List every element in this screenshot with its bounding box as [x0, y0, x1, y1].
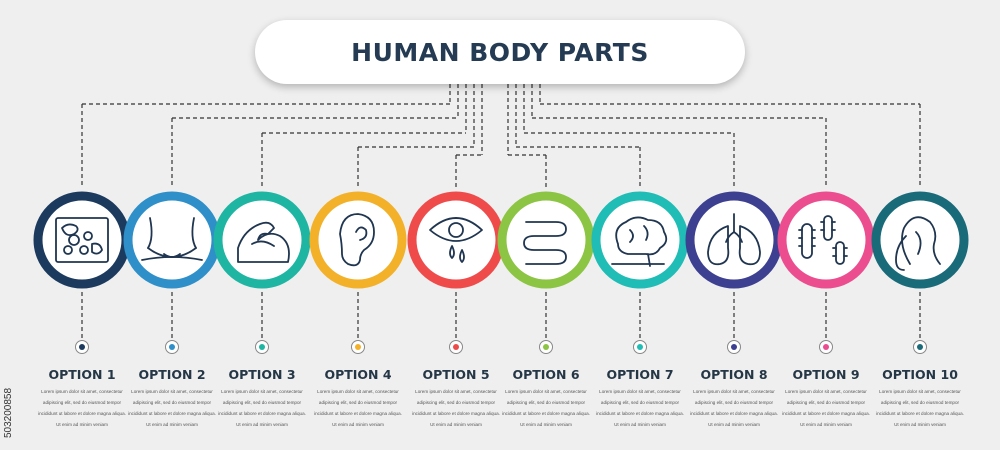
option-dot-core [78, 343, 85, 350]
option-dot [913, 340, 927, 354]
option-label: OPTION 9 [792, 367, 860, 382]
hair-icon [895, 216, 941, 271]
brain-icon [611, 216, 668, 267]
side-id: 503200858 [3, 387, 14, 438]
bones-icon [798, 215, 848, 265]
option-description: Lorem ipsum dolor sit amet, consectetur … [412, 389, 500, 427]
option-label: OPTION 8 [700, 367, 768, 382]
option-description: Lorem ipsum dolor sit amet, consectetur … [314, 389, 402, 427]
option-circle-4 [304, 186, 412, 294]
option-dot [255, 340, 269, 354]
option-description: Lorem ipsum dolor sit amet, consectetur … [782, 389, 870, 427]
option-circle-7 [586, 186, 694, 294]
neck-icon [141, 217, 203, 261]
option-label: OPTION 2 [138, 367, 206, 382]
crying-eye-icon [429, 217, 483, 263]
option-dot [727, 340, 741, 354]
option-dot-core [452, 343, 459, 350]
skin-cells-icon [55, 217, 109, 263]
option-dot [539, 340, 553, 354]
lungs-icon [707, 213, 761, 266]
option-dot-core [822, 343, 829, 350]
option-dot-core [354, 343, 361, 350]
option-circle-5 [402, 186, 510, 294]
option-label: OPTION 5 [422, 367, 490, 382]
page-title: HUMAN BODY PARTS [351, 37, 649, 67]
option-dot [351, 340, 365, 354]
ear-icon [339, 213, 375, 267]
option-dot-core [916, 343, 923, 350]
title-pill: HUMAN BODY PARTS [255, 20, 745, 84]
intestine-icon [523, 221, 567, 265]
option-dot-core [636, 343, 643, 350]
option-dot-core [730, 343, 737, 350]
option-dot [819, 340, 833, 354]
option-description: Lorem ipsum dolor sit amet, consectetur … [876, 389, 964, 427]
option-dot [75, 340, 89, 354]
option-circle-3 [208, 186, 316, 294]
option-description: Lorem ipsum dolor sit amet, consectetur … [128, 389, 216, 427]
option-circle-9 [772, 186, 880, 294]
option-dot-core [258, 343, 265, 350]
option-dot-core [168, 343, 175, 350]
option-label: OPTION 1 [48, 367, 116, 382]
option-description: Lorem ipsum dolor sit amet, consectetur … [218, 389, 306, 427]
option-dot-core [542, 343, 549, 350]
option-circle-6 [492, 186, 600, 294]
option-dot [633, 340, 647, 354]
bicep-icon [237, 221, 290, 263]
option-label: OPTION 3 [228, 367, 296, 382]
option-dot [449, 340, 463, 354]
option-label: OPTION 6 [512, 367, 580, 382]
option-dot [165, 340, 179, 354]
option-description: Lorem ipsum dolor sit amet, consectetur … [596, 389, 684, 427]
option-circle-10 [866, 186, 974, 294]
option-description: Lorem ipsum dolor sit amet, consectetur … [690, 389, 778, 427]
option-label: OPTION 10 [882, 367, 958, 382]
option-label: OPTION 4 [324, 367, 392, 382]
option-description: Lorem ipsum dolor sit amet, consectetur … [502, 389, 590, 427]
option-description: Lorem ipsum dolor sit amet, consectetur … [38, 389, 126, 427]
option-label: OPTION 7 [606, 367, 674, 382]
